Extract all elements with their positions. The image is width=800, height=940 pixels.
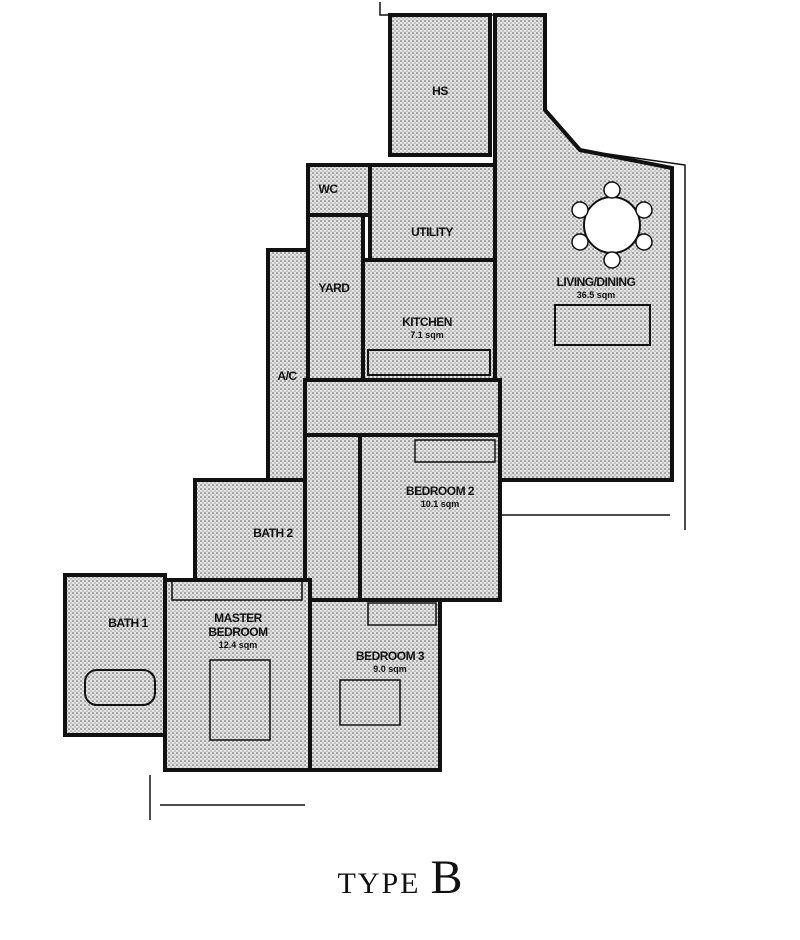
label-bedroom3: BEDROOM 3 xyxy=(356,649,425,663)
wardrobe-icon-bedroom3 xyxy=(367,602,437,626)
label-bath1: BATH 1 xyxy=(108,616,148,630)
label-utility: UTILITY xyxy=(411,225,453,239)
label-master-1: MASTER xyxy=(214,611,263,625)
room-kitchen xyxy=(361,258,497,382)
bed-icon-bedroom3 xyxy=(339,679,401,726)
label-hs: HS xyxy=(432,84,448,98)
label-bedroom2: BEDROOM 2 xyxy=(406,484,475,498)
title-letter: B xyxy=(430,851,463,904)
area-bedroom3: 9.0 sqm xyxy=(373,664,407,674)
room-bedroom3 xyxy=(308,598,442,772)
room-utility xyxy=(368,163,497,262)
kitchen-counter-icon xyxy=(367,349,491,376)
room-bath1 xyxy=(63,573,167,737)
area-bedroom2: 10.1 sqm xyxy=(421,499,460,509)
sofa-icon xyxy=(554,304,651,346)
label-ac: A/C xyxy=(277,369,297,383)
room-wc xyxy=(306,163,372,217)
area-kitchen: 7.1 sqm xyxy=(410,330,444,340)
wardrobe-icon-bedroom2 xyxy=(414,439,496,463)
dining-table-icon xyxy=(571,181,653,269)
room-ac xyxy=(266,248,310,482)
wardrobe-icon-master xyxy=(171,579,303,601)
room-master-bedroom xyxy=(163,578,312,772)
room-yard xyxy=(306,213,365,382)
area-master: 12.4 sqm xyxy=(219,640,258,650)
label-yard: YARD xyxy=(319,281,351,295)
label-wc: WC xyxy=(319,182,339,196)
plan-title: TYPE B xyxy=(0,850,800,905)
bed-icon-master xyxy=(209,659,271,741)
room-hall xyxy=(303,378,502,437)
room-hs xyxy=(388,13,492,157)
label-bath2: BATH 2 xyxy=(253,526,293,540)
label-kitchen: KITCHEN xyxy=(402,315,452,329)
bathtub-icon xyxy=(84,669,156,706)
label-master-2: BEDROOM xyxy=(208,625,268,639)
title-prefix: TYPE xyxy=(337,867,421,900)
room-bedroom2 xyxy=(358,433,502,602)
area-living-dining: 36.5 sqm xyxy=(577,290,616,300)
label-living-dining: LIVING/DINING xyxy=(557,275,636,289)
